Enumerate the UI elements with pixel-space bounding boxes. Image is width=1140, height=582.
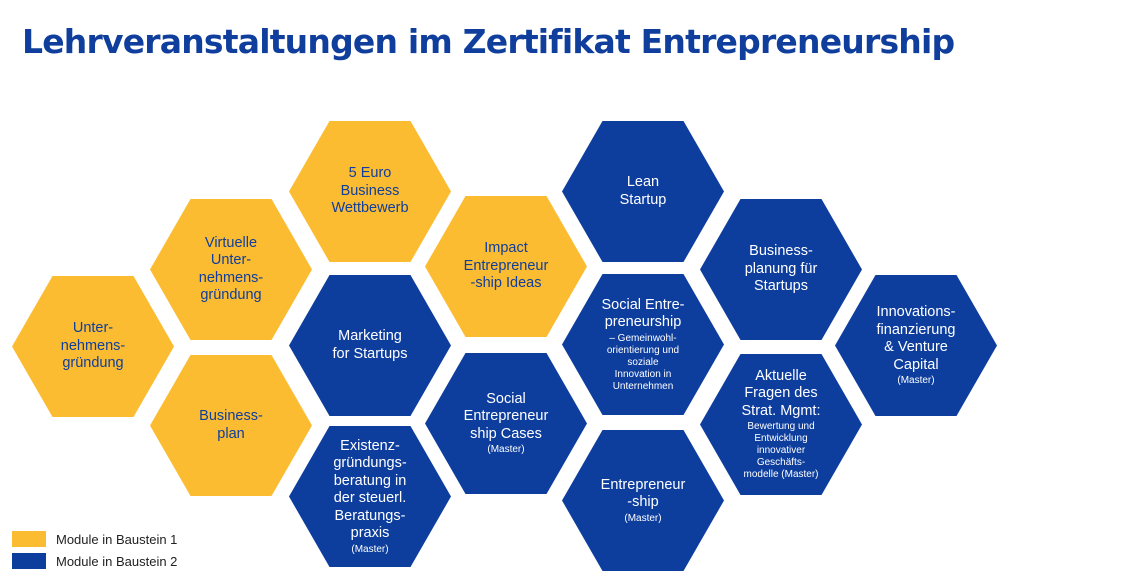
module-label: Existenz- gründungs- beratung in der ste… — [333, 437, 407, 542]
module-marketing-startups: Marketing for Startups — [289, 275, 451, 416]
module-innovationsfinanzierung: Innovations- finanzierung & Venture Capi… — [835, 275, 997, 416]
module-unternehmensgruendung: Unter- nehmens- gründung — [12, 276, 174, 417]
legend-label-baustein-2: Module in Baustein 2 — [56, 553, 178, 569]
legend-label-baustein-1: Module in Baustein 1 — [56, 531, 178, 547]
module-label: Unter- nehmens- gründung — [60, 320, 126, 372]
module-label: Virtuelle Unter- nehmens- gründung — [198, 234, 264, 304]
module-label: Social Entre- preneurship — [601, 296, 685, 331]
module-5-euro-business: 5 Euro Business Wettbewerb — [289, 121, 451, 262]
page-title: Lehrveranstaltungen im Zertifikat Entrep… — [22, 22, 955, 61]
module-businessplan: Business- plan — [150, 355, 312, 496]
module-label: Marketing for Startups — [332, 328, 408, 362]
legend: Module in Baustein 1 Module in Baustein … — [12, 528, 177, 572]
module-label: Business- planung für Startups — [744, 243, 818, 295]
module-entrepreneurship: Entrepreneur -ship(Master) — [562, 430, 724, 571]
legend-swatch-baustein-1 — [12, 531, 46, 547]
module-label: Entrepreneur -ship — [600, 476, 686, 511]
module-lean-startup: Lean Startup — [562, 121, 724, 262]
module-label: Innovations- finanzierung & Venture Capi… — [876, 304, 956, 373]
module-businessplanung-startups: Business- planung für Startups — [700, 199, 862, 340]
module-note: (Master) — [897, 375, 935, 386]
module-virtuelle-unternehmensgruendung: Virtuelle Unter- nehmens- gründung — [150, 199, 312, 340]
module-detail: Bewertung und Entwicklung innovativer Ge… — [743, 421, 819, 481]
module-existenzgruendungsberatung: Existenz- gründungs- beratung in der ste… — [289, 426, 451, 567]
module-label: Business- plan — [199, 408, 263, 442]
module-note: (Master) — [487, 444, 525, 456]
module-note: (Master) — [624, 512, 662, 524]
legend-item-baustein-1: Module in Baustein 1 — [12, 528, 177, 550]
legend-swatch-baustein-2 — [12, 553, 46, 569]
legend-item-baustein-2: Module in Baustein 2 — [12, 550, 177, 572]
module-social-entrepreneurship-cases: Social Entrepreneur ship Cases (Master) — [425, 353, 587, 494]
module-label: 5 Euro Business Wettbewerb — [331, 165, 409, 217]
module-label: Social Entrepreneur ship Cases — [463, 390, 549, 442]
module-aktuelle-fragen: Aktuelle Fragen des Strat. Mgmt:Bewertun… — [700, 354, 862, 495]
module-label: Impact Entrepreneur -ship Ideas — [463, 240, 549, 292]
module-label: Aktuelle Fragen des Strat. Mgmt: — [741, 367, 821, 419]
module-social-entrepreneurship: Social Entre- preneurship– Gemeinwohl- o… — [562, 274, 724, 415]
module-impact-entrepreneurship: Impact Entrepreneur -ship Ideas — [425, 196, 587, 337]
module-note: (Master) — [351, 543, 389, 555]
module-label: Lean Startup — [619, 174, 667, 208]
module-detail: – Gemeinwohl- orientierung und soziale I… — [606, 332, 680, 392]
